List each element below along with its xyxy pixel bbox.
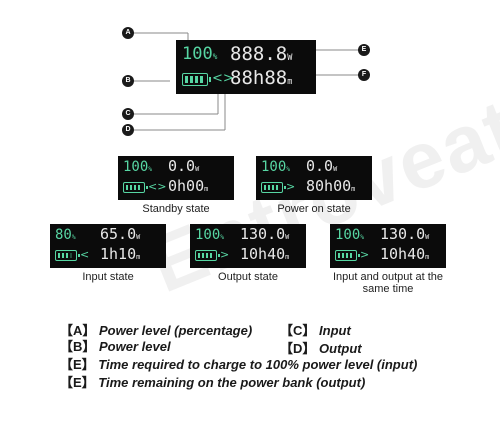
main-percent: 100%	[182, 44, 218, 64]
state-caption: Power on state	[277, 203, 351, 215]
state-percent: 100%	[195, 227, 225, 243]
state-caption: Input and output at the same time	[332, 271, 444, 295]
marker-d: D	[122, 124, 134, 136]
legend-item-a: 【A】 Power level (percentage)	[60, 323, 253, 338]
state-caption: Output state	[218, 271, 278, 283]
battery-icon	[55, 250, 80, 261]
io-arrow-icon: <>	[148, 180, 167, 193]
battery-icon	[123, 182, 148, 193]
state-percent: 100%	[261, 159, 291, 175]
state-power: 65.0W	[100, 225, 141, 243]
main-io-arrows-icon: <>	[212, 71, 234, 86]
state-lcd-display: 100% 0.0W >80h00m	[256, 156, 372, 200]
state-power: 130.0W	[380, 225, 430, 243]
state-time: 10h40m	[380, 245, 430, 263]
io-arrow-icon: <	[80, 248, 90, 261]
state-percent: 100%	[123, 159, 153, 175]
state-time: 0h00m	[168, 177, 209, 195]
legend-item-b: 【B】 Power level	[60, 339, 171, 354]
io-arrow-icon: >	[220, 248, 230, 261]
state-lcd-display: 100% 0.0W<>0h00m	[118, 156, 234, 200]
state-percent: 80%	[55, 227, 76, 243]
legend-item-e: 【E】 Time required to charge to 100% powe…	[60, 357, 418, 372]
marker-f: F	[358, 69, 370, 81]
marker-e: E	[358, 44, 370, 56]
main-power: 888.8W	[230, 43, 293, 65]
main-battery-icon	[182, 73, 211, 86]
state-lcd-display: 80% 65.0W <1h10m	[50, 224, 166, 268]
state-power: 130.0W	[240, 225, 290, 243]
state-power: 0.0W	[168, 157, 200, 175]
legend-item-c: 【C】 Input	[280, 323, 351, 338]
marker-a: A	[122, 27, 134, 39]
state-caption: Input state	[82, 271, 134, 283]
main-lcd-display: 100% 888.8W <> 88h88m	[176, 40, 316, 94]
legend-item-f: 【E】 Time remaining on the power bank (ou…	[60, 375, 366, 390]
state-time: 10h40m	[240, 245, 290, 263]
marker-c: C	[122, 108, 134, 120]
battery-icon	[195, 250, 220, 261]
state-percent: 100%	[335, 227, 365, 243]
state-caption: Standby state	[142, 203, 210, 215]
state-time: 1h10m	[100, 245, 141, 263]
state-lcd-display: 100% 130.0W >10h40m	[330, 224, 446, 268]
state-time: 80h00m	[306, 177, 356, 195]
battery-icon	[261, 182, 286, 193]
battery-icon	[335, 250, 360, 261]
io-arrow-icon: >	[360, 248, 370, 261]
legend-item-d: 【D】 Output	[280, 341, 362, 356]
marker-b: B	[122, 75, 134, 87]
state-lcd-display: 100% 130.0W >10h40m	[190, 224, 306, 268]
state-power: 0.0W	[306, 157, 338, 175]
main-time: 88h88m	[230, 67, 293, 89]
io-arrow-icon: >	[286, 180, 296, 193]
